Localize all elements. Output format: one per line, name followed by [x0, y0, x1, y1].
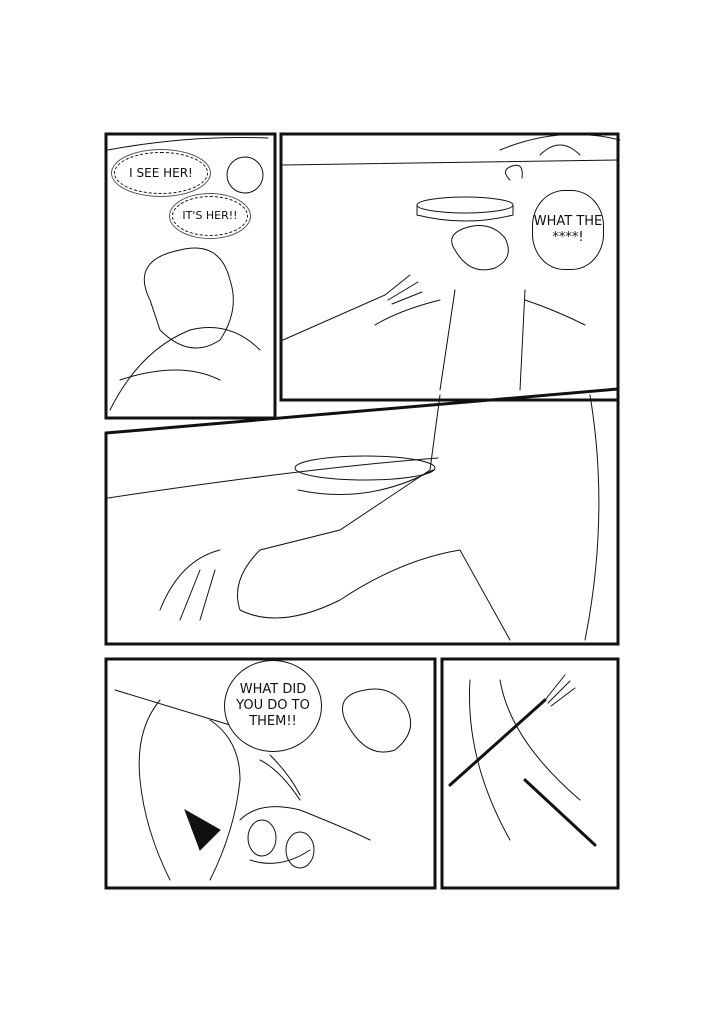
panel-1-art: [107, 137, 269, 411]
panel-5-border: [440, 657, 620, 890]
speech-bubble-what-did-you-do: WHAT DID YOU DO TO THEM!!: [224, 660, 322, 752]
panel-4-art: [114, 688, 412, 881]
panel-3-border: [104, 387, 620, 646]
bubble-text: I SEE HER!: [129, 165, 193, 180]
panel-4-border: [104, 657, 437, 890]
bubble-text: WHAT THE ****!: [533, 213, 603, 245]
panel-3-art: [107, 394, 600, 641]
speech-bubble-its-her: IT'S HER!!: [172, 196, 248, 236]
panel-2-border: [279, 132, 620, 402]
thought-bubble-what-the: WHAT THE ****!: [532, 190, 604, 270]
panel-5-art: [448, 674, 597, 847]
panel-1-border: [104, 132, 277, 420]
bubble-text: IT'S HER!!: [182, 209, 238, 223]
speech-bubble-i-see-her: I SEE HER!: [114, 152, 208, 194]
bubble-text: WHAT DID YOU DO TO THEM!!: [236, 681, 310, 730]
